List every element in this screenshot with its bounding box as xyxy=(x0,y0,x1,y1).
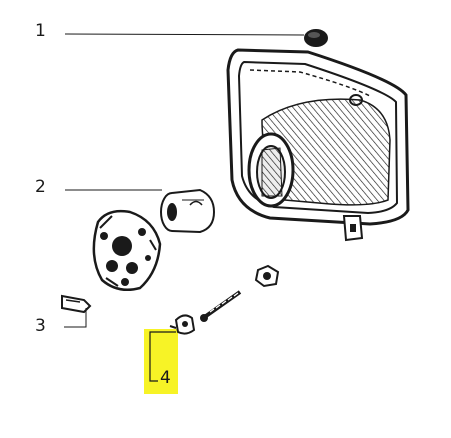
callout-3: 3 xyxy=(35,316,46,336)
callout-2: 2 xyxy=(35,177,46,197)
leader-line-4 xyxy=(149,331,176,382)
adjusting-screw xyxy=(200,290,242,322)
bulb-holder xyxy=(92,209,162,291)
knurled-nut xyxy=(254,264,280,288)
part-4-spring-clip xyxy=(169,314,196,335)
part-1-cap xyxy=(304,29,328,47)
leader-line-3 xyxy=(64,308,87,328)
callout-1: 1 xyxy=(35,21,46,41)
leader-line-1 xyxy=(64,33,305,36)
part-3-clip xyxy=(61,294,92,314)
part-2-bulb xyxy=(160,188,216,234)
callout-4: 4 xyxy=(160,368,171,388)
headlamp-housing xyxy=(226,48,410,242)
